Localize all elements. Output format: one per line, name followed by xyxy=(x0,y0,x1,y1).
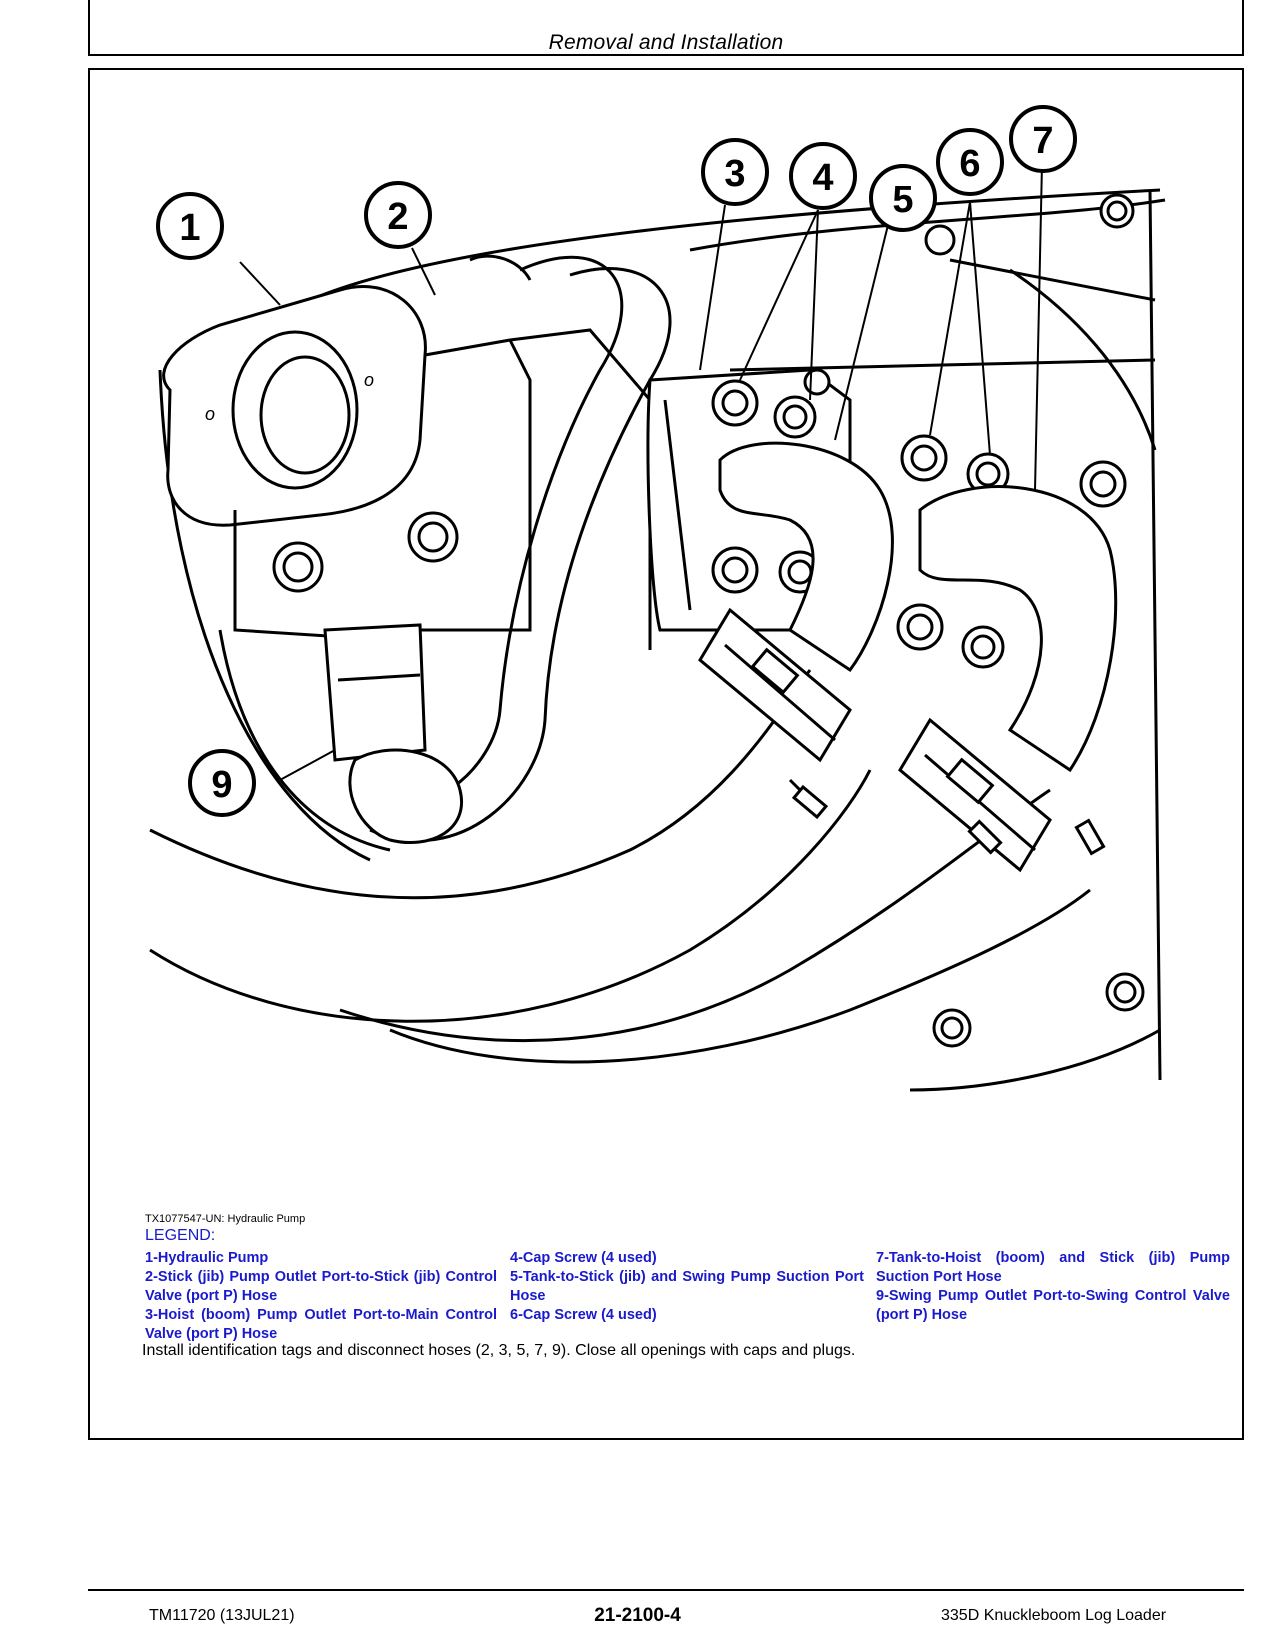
svg-text:5: 5 xyxy=(892,179,913,221)
legend-item: 2-Stick (jib) Pump Outlet Port-to-Stick … xyxy=(145,1269,497,1304)
legend-item: 6-Cap Screw (4 used) xyxy=(510,1307,657,1323)
svg-text:1: 1 xyxy=(179,207,200,249)
section-title: Removal and Installation xyxy=(548,31,784,54)
svg-text:o: o xyxy=(205,404,215,424)
callout-7: 7 xyxy=(1009,105,1077,173)
figure-caption: TX1077547-UN: Hydraulic Pump xyxy=(145,1213,306,1225)
legend-item: 1-Hydraulic Pump xyxy=(145,1250,269,1266)
svg-text:9: 9 xyxy=(211,764,232,806)
svg-text:o: o xyxy=(364,370,374,390)
legend-column-3: 7-Tank-to-Hoist (boom) and Stick (jib) P… xyxy=(876,1249,1230,1325)
instruction-text: Install identification tags and disconne… xyxy=(142,1342,856,1359)
callout-3: 3 xyxy=(701,138,769,206)
legend-column-1: 1-Hydraulic Pump 2-Stick (jib) Pump Outl… xyxy=(145,1249,497,1344)
callout-9: 9 xyxy=(188,749,256,817)
callout-6: 6 xyxy=(936,128,1004,196)
legend-item: 3-Hoist (boom) Pump Outlet Port-to-Main … xyxy=(145,1307,497,1342)
header-frame: Removal and Installation xyxy=(88,0,1244,56)
footer-divider xyxy=(88,1589,1244,1591)
svg-text:6: 6 xyxy=(959,143,980,185)
legend-column-2: 4-Cap Screw (4 used) 5-Tank-to-Stick (ji… xyxy=(510,1249,864,1325)
footer-manual-id: TM11720 (13JUL21) xyxy=(149,1607,295,1624)
figure-frame: o o xyxy=(88,68,1244,1440)
svg-text:2: 2 xyxy=(387,196,408,238)
svg-text:7: 7 xyxy=(1032,120,1053,162)
callout-4: 4 xyxy=(789,142,857,210)
hydraulic-pump-illustration: o o xyxy=(149,105,1166,1092)
svg-text:4: 4 xyxy=(812,157,833,199)
footer-product-name: 335D Knuckleboom Log Loader xyxy=(941,1607,1167,1624)
callout-5: 5 xyxy=(869,164,937,232)
legend-item: 9-Swing Pump Outlet Port-to-Swing Contro… xyxy=(876,1288,1230,1323)
callout-1: 1 xyxy=(156,192,224,260)
svg-text:3: 3 xyxy=(724,153,745,195)
legend-item: 5-Tank-to-Stick (jib) and Swing Pump Suc… xyxy=(510,1269,864,1304)
callout-2: 2 xyxy=(364,181,432,249)
legend-item: 4-Cap Screw (4 used) xyxy=(510,1250,657,1266)
legend-title: LEGEND: xyxy=(145,1227,216,1244)
footer-page-number: 21-2100-4 xyxy=(594,1605,681,1626)
legend-item: 7-Tank-to-Hoist (boom) and Stick (jib) P… xyxy=(876,1250,1230,1285)
